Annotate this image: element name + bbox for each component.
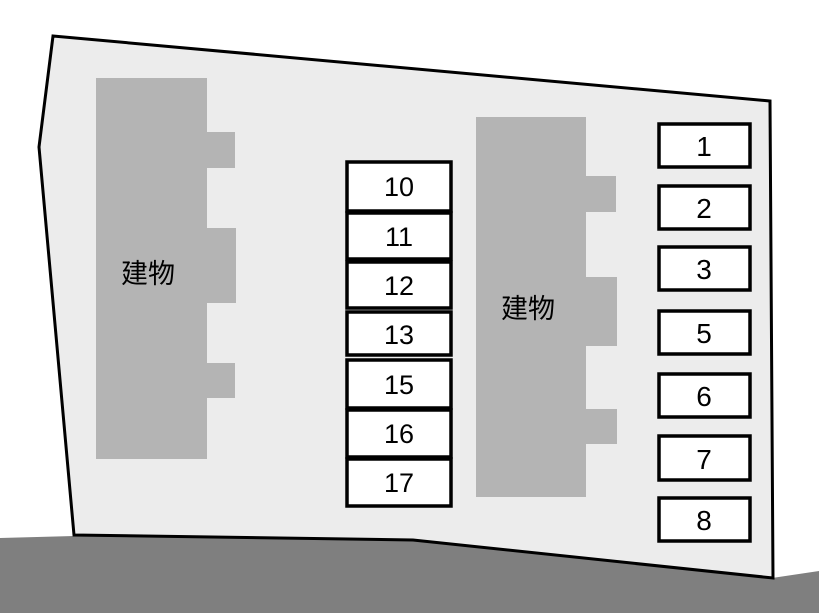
parking-space-12: 12 bbox=[345, 260, 453, 310]
parking-space-label: 16 bbox=[384, 419, 414, 449]
parking-space-label: 17 bbox=[384, 468, 414, 498]
parking-space-16: 16 bbox=[345, 408, 453, 459]
parking-space-label: 7 bbox=[696, 444, 712, 475]
parking-column-right: 1 2 3 5 6 7 8 bbox=[657, 122, 752, 543]
parking-space-5: 5 bbox=[657, 309, 752, 356]
parking-space-13: 13 bbox=[345, 310, 453, 357]
building-right-label: 建物 bbox=[501, 294, 555, 324]
parking-space-label: 8 bbox=[696, 505, 712, 536]
parking-space-label: 15 bbox=[384, 370, 414, 400]
parking-space-label: 6 bbox=[696, 381, 712, 412]
parking-space-11: 11 bbox=[345, 211, 453, 261]
parking-space-2: 2 bbox=[657, 184, 752, 231]
parking-space-label: 2 bbox=[696, 193, 712, 224]
parking-space-label: 10 bbox=[384, 172, 414, 202]
parking-space-8: 8 bbox=[657, 496, 752, 543]
building-left-label: 建物 bbox=[121, 259, 175, 289]
parking-space-label: 5 bbox=[696, 318, 712, 349]
parking-space-7: 7 bbox=[657, 434, 752, 482]
parking-space-label: 3 bbox=[696, 254, 712, 285]
building-right bbox=[476, 117, 617, 497]
parking-space-6: 6 bbox=[657, 372, 752, 419]
parking-column-middle: 10 11 12 13 15 16 17 bbox=[345, 160, 453, 508]
road-area bbox=[0, 536, 819, 613]
parking-space-17: 17 bbox=[345, 457, 453, 508]
parking-space-1: 1 bbox=[657, 122, 752, 169]
parking-space-label: 1 bbox=[696, 131, 712, 162]
parking-space-10: 10 bbox=[345, 160, 453, 213]
building-left bbox=[96, 78, 236, 459]
parking-space-label: 12 bbox=[384, 271, 414, 301]
parking-space-3: 3 bbox=[657, 245, 752, 292]
parking-space-label: 11 bbox=[385, 222, 413, 252]
parking-space-15: 15 bbox=[345, 358, 453, 410]
parking-space-label: 13 bbox=[384, 320, 414, 350]
